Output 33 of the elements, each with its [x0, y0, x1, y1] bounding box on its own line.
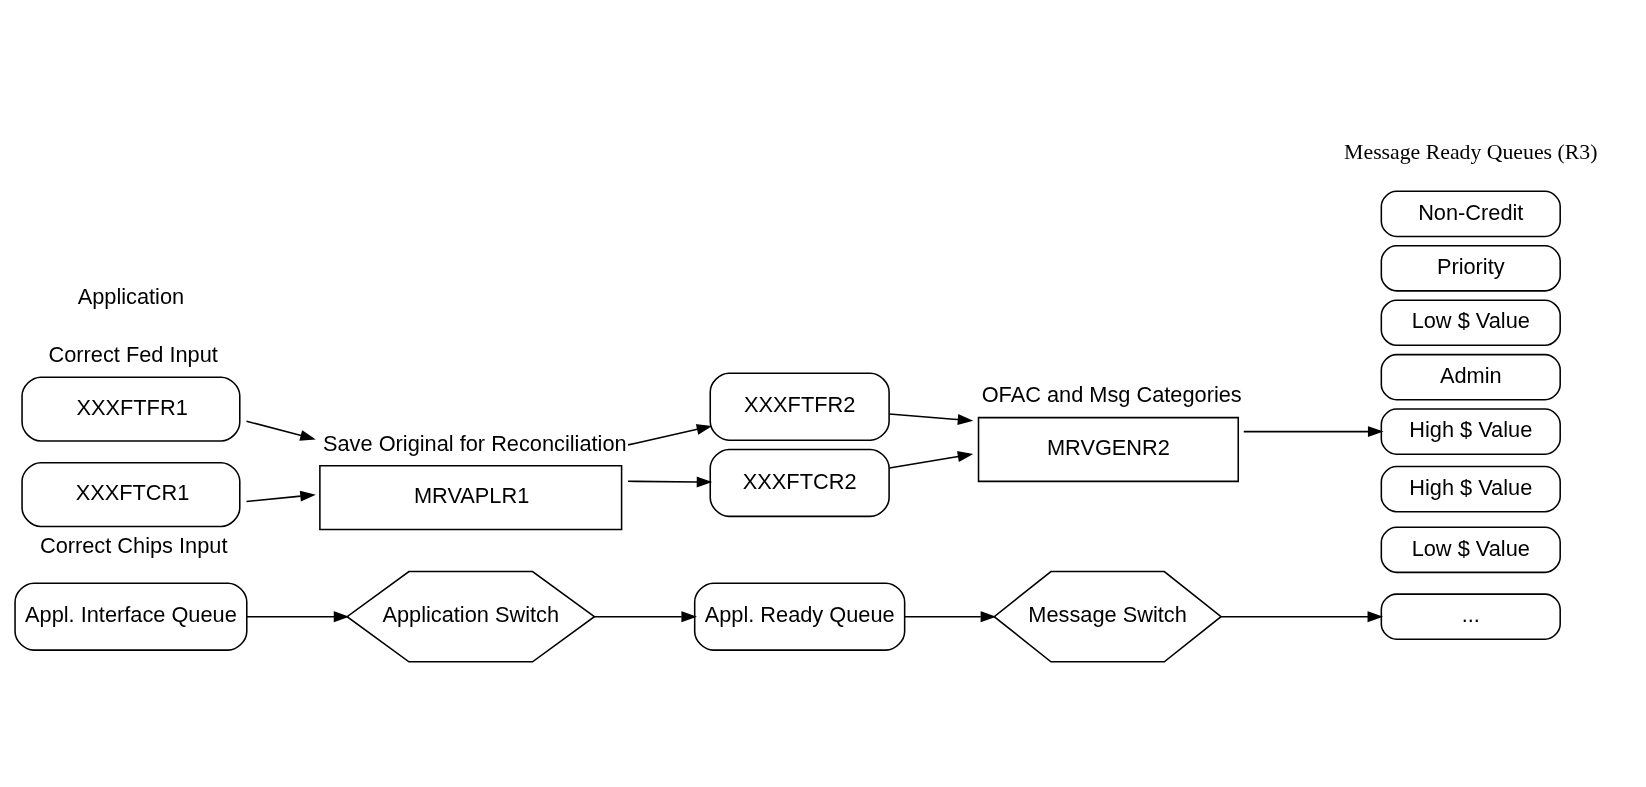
node-box: Appl. Ready Queue: [693, 582, 906, 651]
label: Application: [77, 283, 185, 309]
node-box: Priority: [1380, 244, 1561, 292]
node-box: Non-Credit: [1380, 190, 1561, 238]
node-label: OFAC and Msg Categories: [981, 382, 1242, 408]
node-box: High $ Value: [1380, 465, 1561, 513]
arrow: [1220, 611, 1384, 623]
node-box: MRVGENR2: [977, 416, 1240, 483]
arrow: [245, 490, 316, 503]
node-box: Admin: [1380, 353, 1561, 401]
node-label: Save Original for Reconciliation: [322, 430, 627, 456]
node-box: Low $ Value: [1380, 526, 1561, 574]
arrow: [888, 451, 974, 469]
node-label: Correct Chips Input: [39, 533, 228, 559]
node-box: High $ Value: [1380, 408, 1561, 455]
arrow: [627, 476, 713, 488]
label: Message Ready Queues (R3): [1344, 139, 1598, 164]
arrow: [246, 611, 350, 623]
node-box: XXXFTFR1: [21, 376, 241, 442]
node-box: XXXFTCR2: [709, 448, 890, 518]
node-box: ...: [1380, 593, 1561, 640]
arrow: [904, 611, 997, 623]
node-box: XXXFTFR2: [709, 372, 890, 441]
node-label: Correct Fed Input: [48, 341, 218, 367]
arrow: [1242, 426, 1384, 438]
node-box: Appl. Interface Queue: [14, 582, 248, 651]
arrow: [627, 424, 713, 446]
node-box: Low $ Value: [1380, 299, 1561, 347]
arrow: [245, 420, 316, 441]
arrow: [593, 611, 697, 623]
node-box: MRVAPLR1: [319, 465, 623, 531]
arrow: [888, 413, 974, 425]
node-box: XXXFTCR1: [21, 461, 241, 528]
